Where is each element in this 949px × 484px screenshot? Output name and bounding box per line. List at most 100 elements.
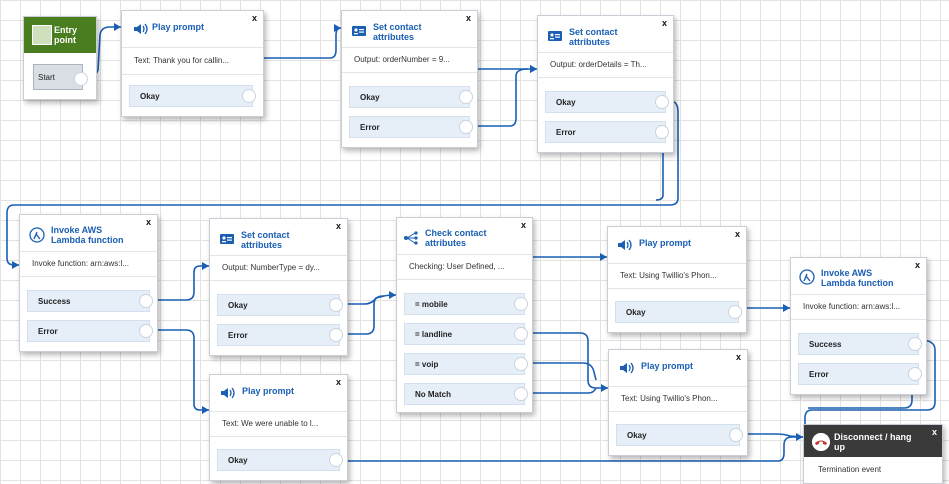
wire-landline-to-play4[interactable]: [525, 332, 608, 389]
block-description: Checking: User Defined, ...: [397, 254, 532, 280]
wire-arrowhead: [783, 304, 790, 312]
wire-voip-to-play4[interactable]: [525, 362, 597, 381]
branch-port[interactable]: [459, 90, 473, 104]
branch-port[interactable]: [908, 337, 922, 351]
branch-okay[interactable]: Okay: [217, 449, 343, 471]
branch-success[interactable]: Success: [798, 333, 922, 355]
block-title: Play prompt: [641, 361, 694, 371]
branch-okay[interactable]: Okay: [217, 294, 343, 316]
close-button[interactable]: x: [335, 221, 341, 231]
branch-okay[interactable]: Okay: [129, 85, 256, 107]
play-prompt-block[interactable]: x Play prompt Text: Thank you for callin…: [121, 10, 264, 117]
wire-arrowhead: [530, 65, 537, 73]
wire-lam1err-to-play3[interactable]: [150, 329, 209, 411]
branch-port[interactable]: [655, 95, 669, 109]
close-button[interactable]: x: [251, 13, 257, 23]
wire-arrowhead: [202, 406, 209, 414]
branch-error[interactable]: Error: [545, 121, 669, 143]
branch-port[interactable]: [655, 125, 669, 139]
branch-port[interactable]: [459, 120, 473, 134]
speaker-icon: [620, 362, 634, 374]
close-button[interactable]: x: [734, 229, 740, 239]
wire-arrowhead: [114, 23, 121, 31]
speaker-icon: [221, 387, 235, 399]
entry-title-line1: Entry: [54, 25, 78, 35]
block-description: Text: Using Twillio's Phon...: [609, 386, 747, 412]
branch-port[interactable]: [242, 89, 256, 103]
branch-voip[interactable]: = voip: [404, 353, 528, 375]
entry-point-block[interactable]: Entry point Start: [23, 16, 97, 100]
wire-play4-to-disconnect[interactable]: [740, 433, 804, 438]
block-description: Invoke function: arn:aws:l...: [791, 294, 926, 320]
branch-okay[interactable]: Okay: [615, 301, 742, 323]
block-title: Play prompt: [152, 22, 205, 32]
branch-error[interactable]: Error: [349, 116, 473, 138]
entry-title-line2: point: [54, 35, 76, 45]
branch-landline[interactable]: = landline: [404, 323, 528, 345]
play-prompt-block[interactable]: x Play prompt Text: Using Twillio's Phon…: [608, 349, 748, 456]
entry-point-header: Entry point: [24, 17, 96, 53]
block-title: Play prompt: [639, 238, 692, 248]
contact-card-icon: [352, 26, 366, 36]
close-button[interactable]: x: [914, 260, 920, 270]
branch-port[interactable]: [728, 305, 742, 319]
close-button[interactable]: x: [661, 18, 667, 28]
wire-setattr1err-to-set2[interactable]: [470, 68, 529, 127]
wire-arrowhead: [796, 433, 803, 441]
branch-error[interactable]: Error: [27, 320, 153, 342]
branch-error[interactable]: Error: [798, 363, 922, 385]
branch-port[interactable]: [329, 298, 343, 312]
close-button[interactable]: x: [735, 352, 741, 362]
branch-port[interactable]: [729, 428, 743, 442]
branch-port[interactable]: [514, 297, 528, 311]
branch-port[interactable]: [139, 294, 153, 308]
block-description: Output: NumberType = dy...: [210, 255, 347, 281]
branch-port[interactable]: [514, 357, 528, 371]
branch-okay[interactable]: Okay: [545, 91, 669, 113]
close-button[interactable]: x: [520, 220, 526, 230]
wire-lam1succ-to-set3[interactable]: [150, 265, 209, 301]
termination-event-label: Termination event: [818, 465, 882, 474]
wire-arrowhead: [601, 384, 608, 392]
play-prompt-block[interactable]: x Play prompt Text: We were unable to l.…: [209, 374, 348, 481]
contact-card-icon: [548, 31, 562, 41]
branch-port[interactable]: [329, 328, 343, 342]
branch-okay[interactable]: Okay: [616, 424, 743, 446]
branch-error[interactable]: Error: [217, 324, 343, 346]
branch-port[interactable]: [139, 324, 153, 338]
wire-arrowhead: [202, 262, 209, 270]
close-button[interactable]: x: [145, 217, 151, 227]
entry-point-icon: [32, 25, 52, 45]
branch-no-match[interactable]: No Match: [404, 383, 528, 405]
branch-port[interactable]: [514, 327, 528, 341]
block-description: Output: orderDetails = Th...: [538, 52, 673, 78]
wire-arrowhead: [334, 24, 341, 32]
branch-port[interactable]: [329, 453, 343, 467]
branch-mobile[interactable]: = mobile: [404, 293, 528, 315]
branch-success[interactable]: Success: [27, 290, 153, 312]
start-port[interactable]: [74, 72, 88, 86]
branch-port[interactable]: [514, 387, 528, 401]
wire-arrowhead: [389, 291, 396, 299]
wire-arrowhead: [530, 65, 537, 73]
branch-port[interactable]: [908, 367, 922, 381]
wire-nomatch-to-play4[interactable]: [525, 387, 597, 394]
branch-okay[interactable]: Okay: [349, 86, 473, 108]
speaker-icon: [618, 239, 632, 251]
block-description: Invoke function: arn:aws:l...: [20, 251, 157, 277]
speaker-icon: [134, 23, 148, 35]
close-button[interactable]: x: [465, 13, 471, 23]
close-button[interactable]: x: [931, 427, 937, 437]
play-prompt-block[interactable]: x Play prompt Text: Using Twillio's Phon…: [607, 226, 747, 333]
close-button[interactable]: x: [335, 377, 341, 387]
contact-card-icon: [220, 234, 234, 244]
wire-set3ok-to-check[interactable]: [340, 294, 397, 305]
